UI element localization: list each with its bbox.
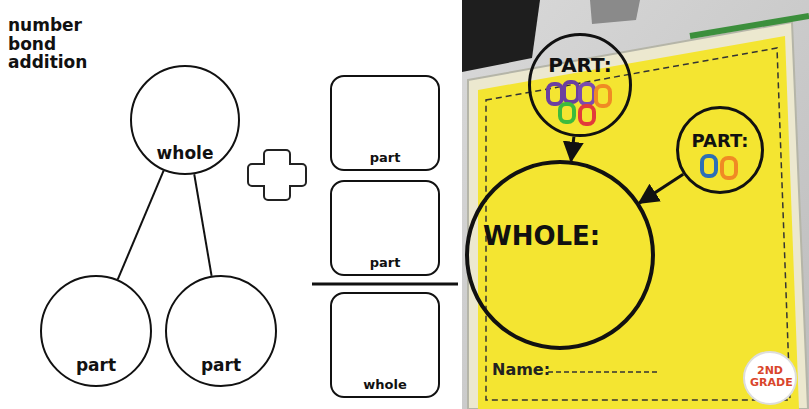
bond-circle: WHOLE:	[465, 160, 655, 350]
box-label: whole	[363, 378, 406, 392]
box-label: part	[370, 151, 401, 165]
circle-label: WHOLE:	[483, 222, 600, 251]
name-field-label: Name:	[492, 361, 552, 379]
box-label: part	[370, 256, 401, 270]
answer-box: part	[330, 180, 440, 276]
plastic-sleeve	[468, 22, 808, 409]
bond-circle: PART:	[528, 33, 632, 137]
bond-circle: whole	[130, 65, 240, 175]
sum-line	[312, 283, 458, 286]
bond-circle: PART:	[676, 106, 764, 194]
circle-label: whole	[157, 144, 214, 163]
circle-label: part	[76, 356, 116, 375]
answer-box: whole	[330, 292, 440, 398]
bond-circle: part	[165, 275, 277, 387]
name-line	[548, 371, 660, 373]
logo-text: 2ND GRADE	[750, 365, 790, 389]
bond-arrow	[639, 174, 683, 203]
bond-arrow	[571, 137, 574, 161]
circle-label: PART:	[548, 54, 611, 76]
circle-label: PART:	[691, 131, 748, 151]
plus-sign	[248, 150, 306, 200]
circle-label: part	[201, 356, 241, 375]
logo-badge	[744, 352, 796, 404]
sleeve-zipper	[690, 16, 809, 36]
laptop-corner	[462, 0, 540, 72]
yellow-sheet	[478, 36, 799, 409]
worksheet-title: number bond addition	[8, 16, 103, 72]
bond-circle: part	[40, 275, 152, 387]
bond-line	[194, 174, 211, 276]
bond-line	[118, 171, 164, 280]
answer-box: part	[330, 75, 440, 171]
object-edge	[590, 0, 640, 24]
table-surface	[462, 0, 809, 409]
